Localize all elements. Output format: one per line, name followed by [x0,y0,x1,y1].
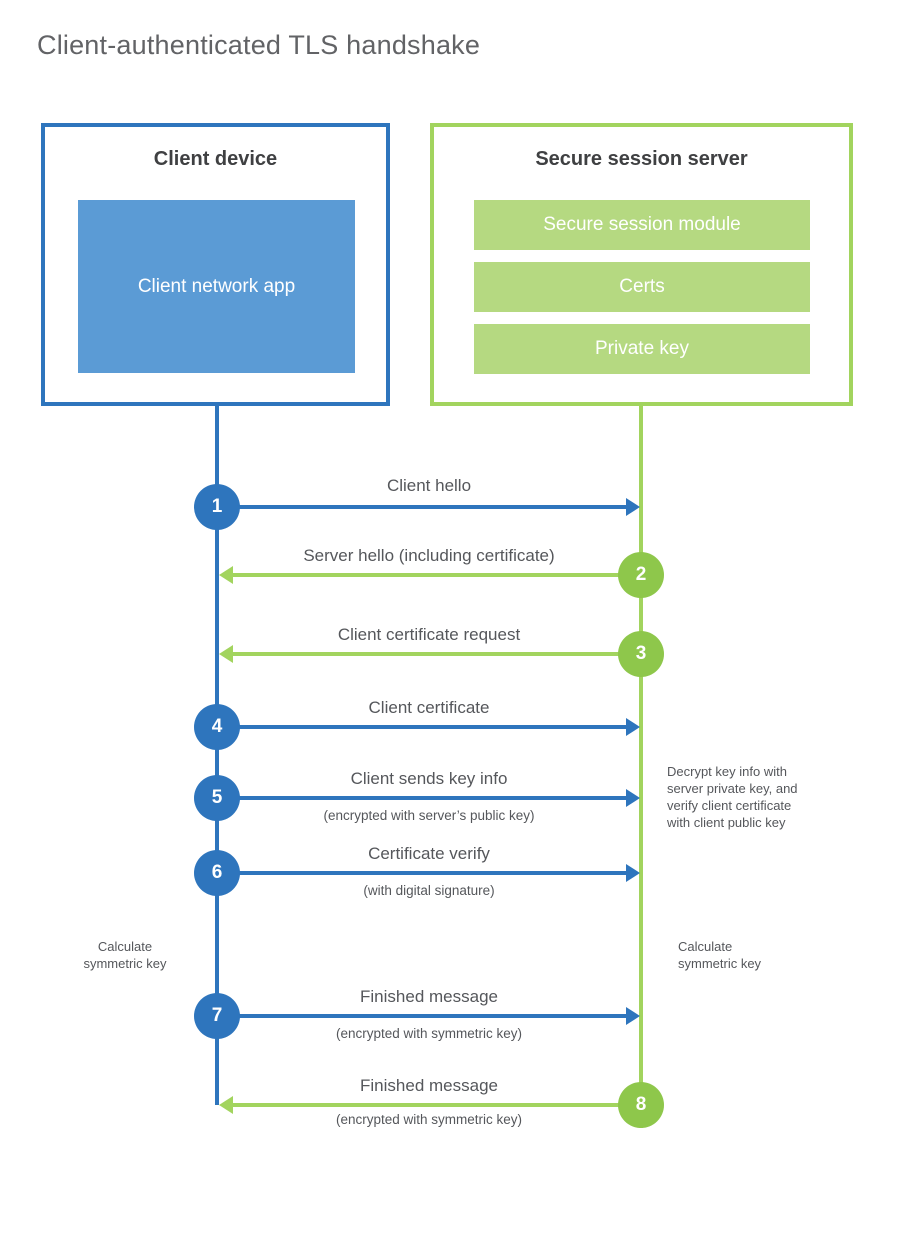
server-module-certs: Certs [474,262,810,312]
arrow-client-sends-key-info [217,789,640,807]
step-badge-3: 3 [618,631,664,677]
arrow-server-hello [219,566,639,584]
arrowhead-right-icon [626,789,640,807]
message-sub-client-sends-key-info: (encrypted with server’s public key) [323,808,535,823]
message-label-client-certificate: Client certificate [368,698,490,717]
arrow-client-certificate-request [219,645,639,663]
message-sub-certificate-verify: (with digital signature) [363,883,495,898]
server-module-secure-session-module: Secure session module [474,200,810,250]
message-sub-finished-message-server: (encrypted with symmetric key) [335,1112,523,1127]
arrowhead-right-icon [626,718,640,736]
arrowhead-right-icon [626,1007,640,1025]
arrow-certificate-verify [217,864,640,882]
client-lifeline [215,404,219,1105]
client-network-app-box: Client network app [78,200,355,373]
step-badge-5: 5 [194,775,240,821]
note-decrypt-key-info: Decrypt key info with server private key… [667,764,798,830]
arrowhead-left-icon [219,645,233,663]
arrow-finished-message-server [219,1096,639,1114]
arrowhead-left-icon [219,566,233,584]
message-label-client-sends-key-info: Client sends key info [350,769,508,788]
arrowhead-right-icon [626,498,640,516]
server-module-private-key: Private key [474,324,810,374]
arrow-finished-message-client [217,1007,640,1025]
page-title: Client-authenticated TLS handshake [37,30,481,60]
server-lifeline [639,404,643,1128]
message-label-finished-message-server: Finished message [360,1076,498,1095]
arrow-client-hello [217,498,640,516]
step-badge-6: 6 [194,850,240,896]
step-badge-7: 7 [194,993,240,1039]
arrow-client-certificate [217,718,640,736]
arrowhead-right-icon [626,864,640,882]
step-badge-4: 4 [194,704,240,750]
message-label-certificate-verify: Certificate verify [368,844,490,863]
note-calculate-symmetric-key-server: Calculate symmetric key [678,939,762,971]
message-label-client-certificate-request: Client certificate request [337,625,521,644]
client-device-title: Client device [153,148,278,170]
message-label-server-hello: Server hello (including certificate) [303,546,555,565]
step-badge-1: 1 [194,484,240,530]
secure-session-server-title: Secure session server [535,148,748,170]
step-badge-8: 8 [618,1082,664,1128]
step-badge-2: 2 [618,552,664,598]
message-label-finished-message-client: Finished message [360,987,498,1006]
message-sub-finished-message-client: (encrypted with symmetric key) [335,1026,523,1041]
message-label-client-hello: Client hello [386,476,472,495]
note-calculate-symmetric-key-client: Calculate symmetric key [83,939,167,971]
arrowhead-left-icon [219,1096,233,1114]
